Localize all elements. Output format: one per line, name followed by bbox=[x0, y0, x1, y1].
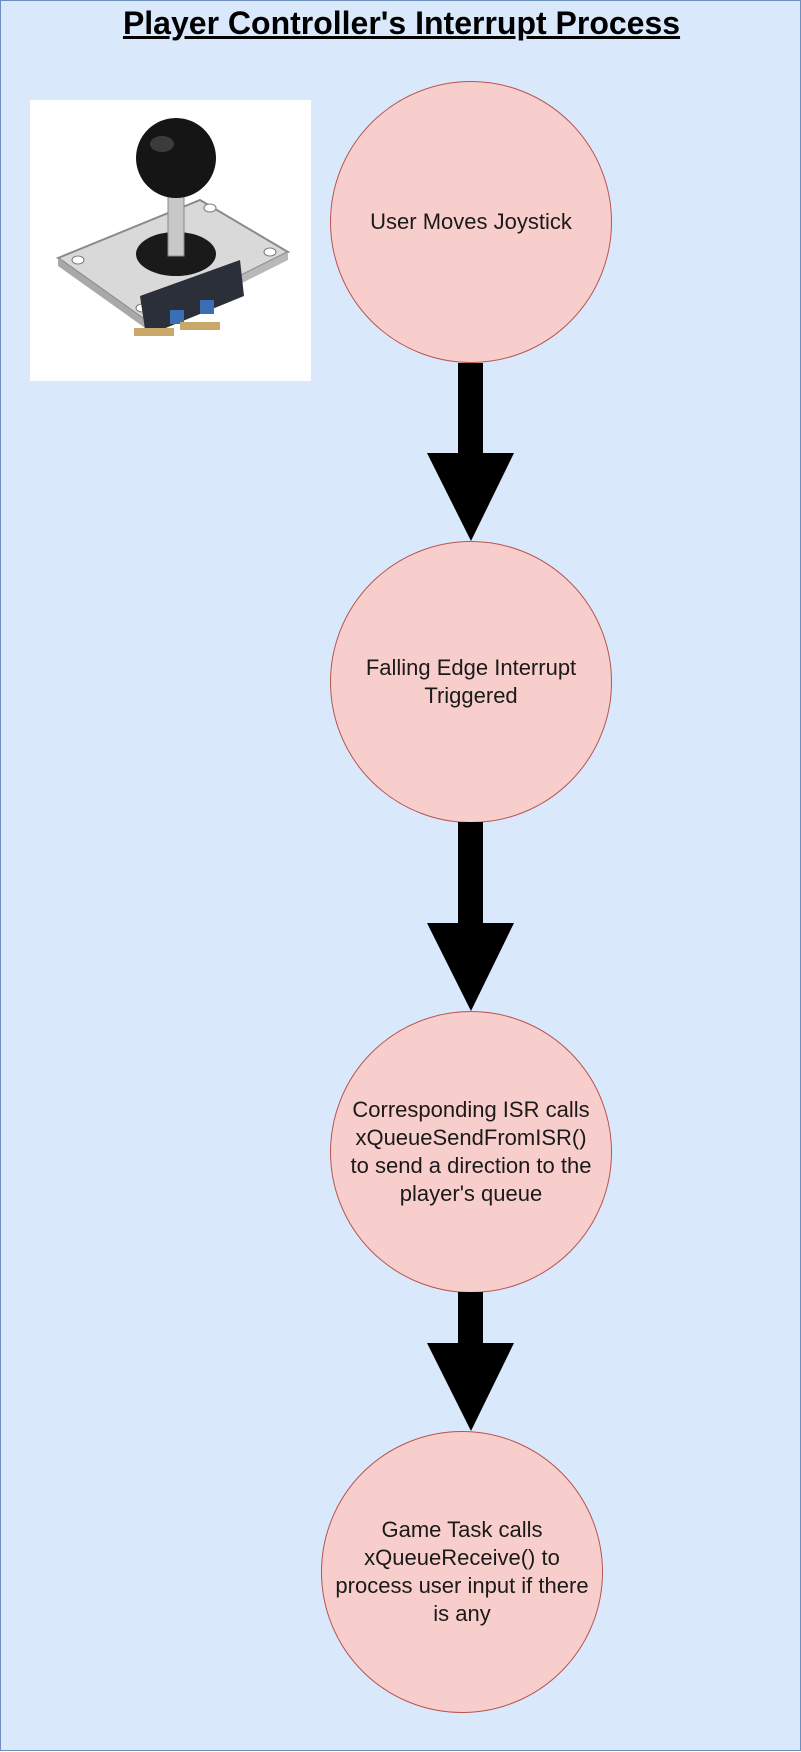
node-label: User Moves Joystick bbox=[370, 209, 572, 234]
arrow-3 bbox=[427, 1292, 514, 1431]
node-label: Game Task calls xQueueReceive() to proce… bbox=[335, 1517, 589, 1626]
node-falling-edge-interrupt: Falling Edge Interrupt Triggered bbox=[330, 541, 612, 823]
node-label: Falling Edge Interrupt Triggered bbox=[365, 655, 577, 708]
node-isr-send: Corresponding ISR calls xQueueSendFromIS… bbox=[330, 1011, 612, 1293]
node-label: Corresponding ISR calls xQueueSendFromIS… bbox=[350, 1097, 592, 1206]
diagram-title: Player Controller's Interrupt Process bbox=[122, 5, 681, 41]
arrow-1 bbox=[427, 363, 514, 541]
arrow-2 bbox=[427, 822, 514, 1011]
joystick-icon bbox=[55, 118, 291, 336]
node-game-task-receive: Game Task calls xQueueReceive() to proce… bbox=[321, 1431, 603, 1713]
node-user-moves-joystick: User Moves Joystick bbox=[330, 81, 612, 363]
joystick-photo bbox=[30, 100, 311, 381]
